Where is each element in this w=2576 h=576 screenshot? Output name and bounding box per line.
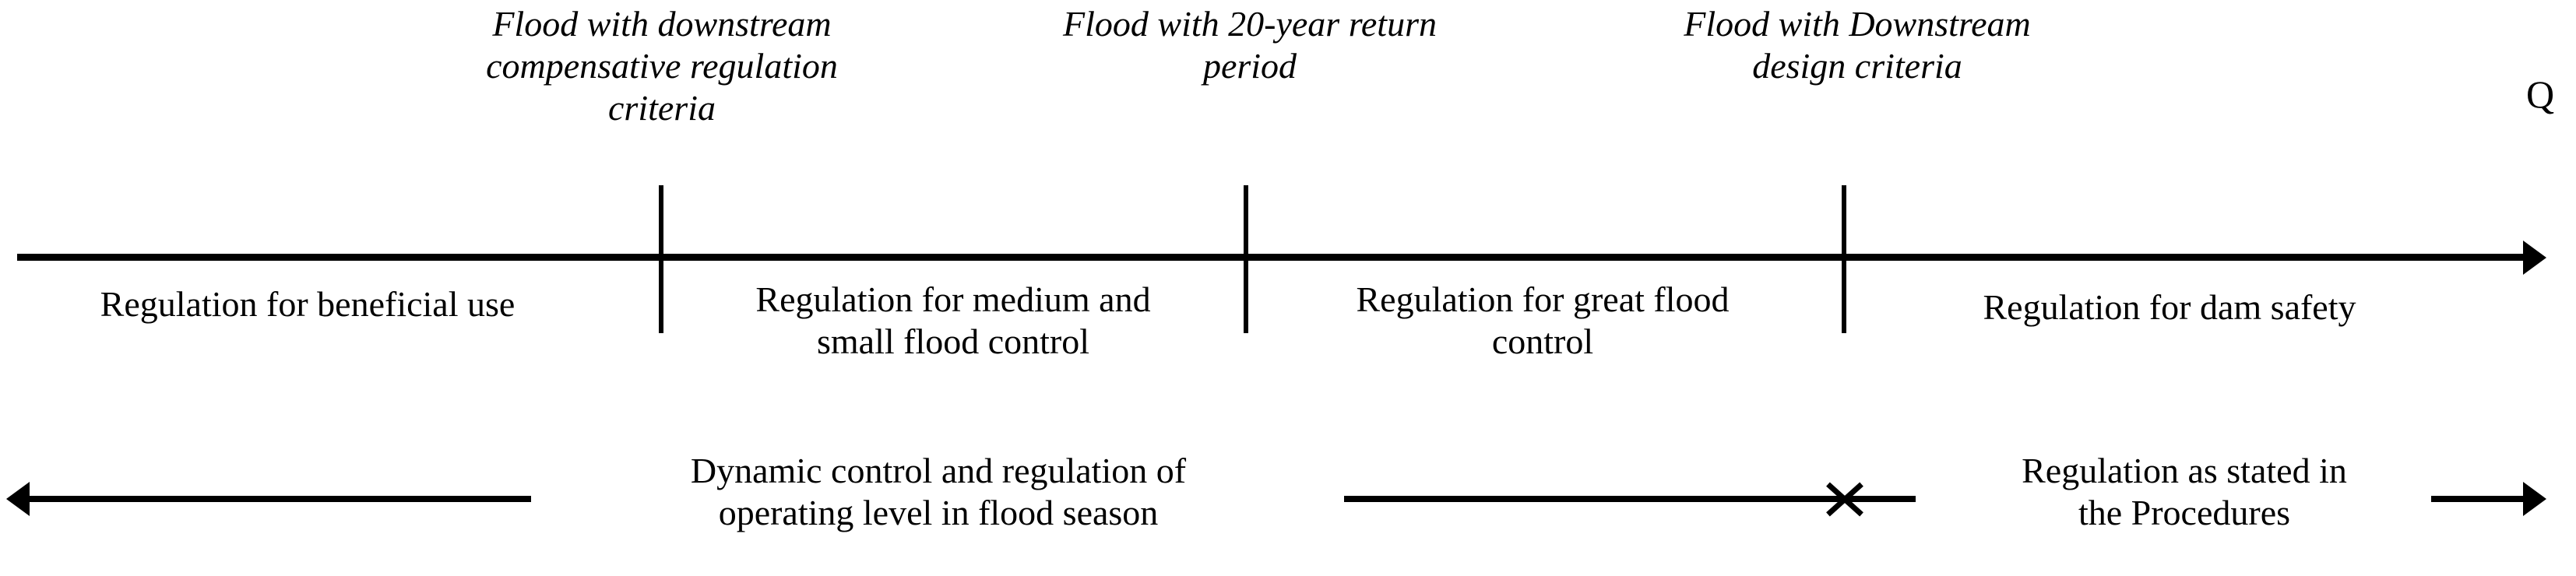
threshold-label-20-year-return-period: Flood with 20-year return period [1063, 4, 1437, 86]
band-right-arrowhead-icon [2523, 482, 2546, 516]
band-line-left [23, 496, 531, 502]
band-label-procedures: Regulation as stated in the Procedures [2022, 451, 2347, 533]
q-axis-line [17, 254, 2534, 261]
axis-tick-1 [1244, 185, 1248, 333]
segment-label-dam-safety: Regulation for dam safety [1983, 287, 2356, 327]
band-label-dynamic-control: Dynamic control and regulation of operat… [690, 451, 1187, 533]
band-line-right [2431, 496, 2529, 502]
segment-label-medium-small-flood-control: Regulation for medium and small flood co… [755, 279, 1151, 362]
segment-label-great-flood-control: Regulation for great flood control [1356, 279, 1730, 362]
threshold-label-downstream-design-criteria: Flood with Downstream design criteria [1684, 4, 2031, 86]
q-axis-arrowhead-icon [2523, 241, 2546, 275]
axis-tick-0 [659, 185, 663, 333]
segment-label-beneficial-use: Regulation for beneficial use [100, 284, 516, 324]
band-line-middle [1344, 496, 1916, 502]
threshold-label-downstream-compensative: Flood with downstream compensative regul… [486, 4, 838, 128]
axis-tick-2 [1842, 185, 1846, 333]
band-x-marker-icon [1822, 476, 1867, 522]
q-axis-variable-label: Q [2526, 72, 2555, 116]
